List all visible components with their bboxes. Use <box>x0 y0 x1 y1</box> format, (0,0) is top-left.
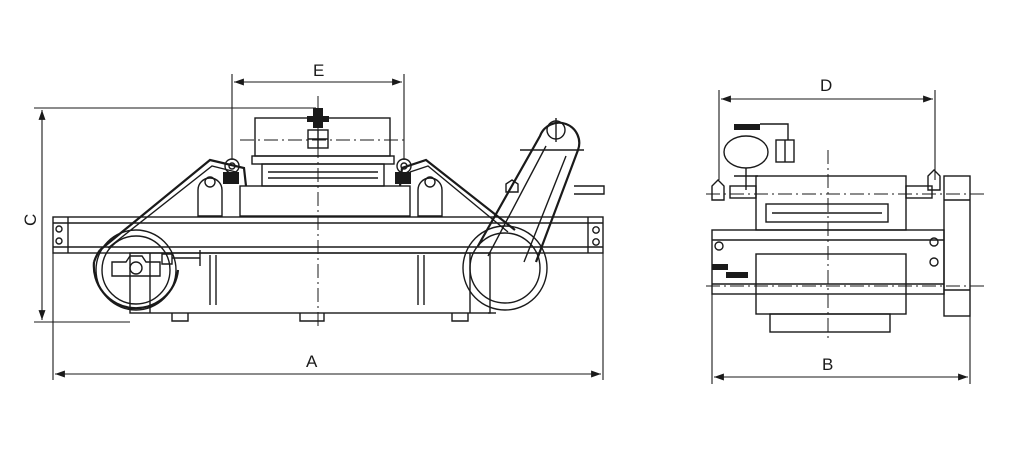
dimension-A: A <box>52 253 604 380</box>
magnet-body <box>129 252 496 322</box>
dim-label-C: C <box>21 214 40 226</box>
dim-label-D: D <box>820 76 832 95</box>
upper-housing <box>239 108 411 217</box>
conveyor-belt <box>92 158 516 310</box>
front-frame <box>52 216 604 254</box>
dimension-B: B <box>711 294 971 384</box>
side-roller <box>755 175 907 231</box>
side-motor <box>723 123 795 190</box>
support-rollers <box>197 158 443 217</box>
dim-label-E: E <box>313 61 324 80</box>
left-drum <box>95 229 201 311</box>
dimension-D: D <box>718 76 936 180</box>
dim-label-B: B <box>822 355 833 374</box>
front-view: E C A <box>21 61 605 380</box>
dimension-E: E <box>231 61 405 160</box>
side-view: D B <box>706 76 985 384</box>
dimension-C: C <box>21 107 316 323</box>
dim-label-A: A <box>306 352 318 371</box>
right-drum <box>462 118 605 311</box>
